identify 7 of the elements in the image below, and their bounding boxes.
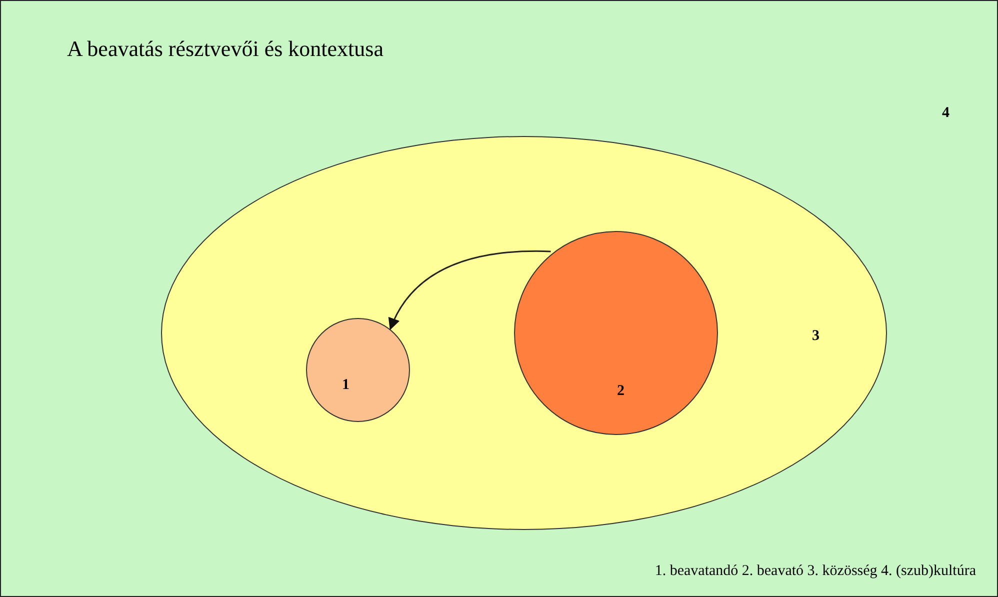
curved-arrow	[389, 250, 551, 330]
region-number: 4	[942, 104, 950, 122]
region-number: 3	[812, 327, 820, 345]
region-number: 2	[617, 382, 624, 400]
legend-text: 1. beavatandó 2. beavató 3. közösség 4. (szub)kultúra	[654, 563, 976, 580]
region-number: 1	[342, 376, 350, 394]
title: A beavatás résztvevői és kontextusa	[67, 36, 384, 62]
